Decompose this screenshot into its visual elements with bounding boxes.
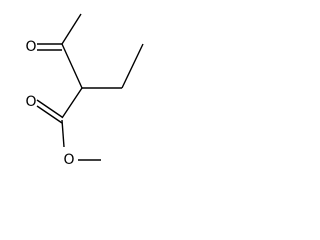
bonds — [36, 13, 144, 161]
bond-ester-oxygen — [61, 119, 65, 148]
ester-oxygen-label: O — [63, 152, 74, 168]
bond-ethyl-methyl — [121, 43, 144, 89]
bond-ketone-alpha — [61, 43, 83, 89]
atom-labels: O O O — [25, 39, 74, 168]
bond-ester-double-1 — [36, 99, 63, 118]
ketone-oxygen-label: O — [25, 39, 36, 55]
bond-ester-double-2 — [36, 105, 63, 124]
bond-alpha-ester — [61, 87, 83, 119]
skeletal-formula: O O O — [25, 13, 144, 168]
bond-acetyl-methyl — [61, 13, 82, 45]
carbonyl-oxygen-label: O — [25, 94, 36, 110]
